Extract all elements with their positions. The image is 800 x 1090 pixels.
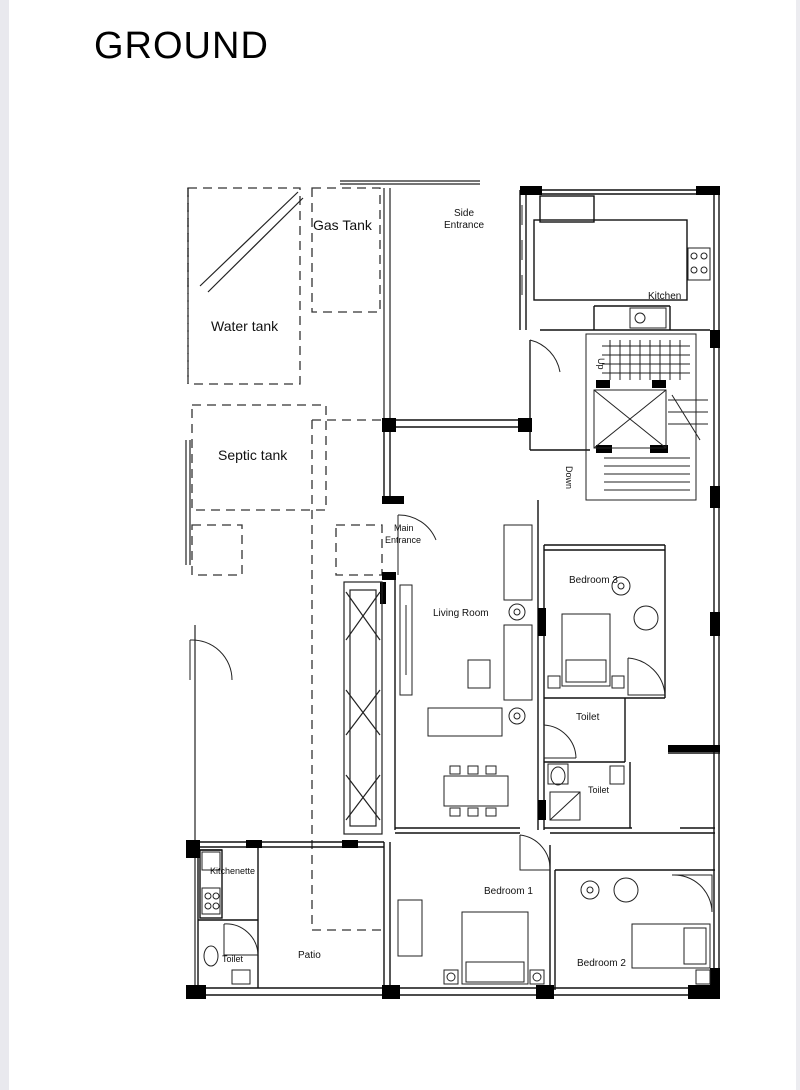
label-kitchen: Kitchen [648,291,681,302]
door-toilet-upper [543,724,577,759]
shower [549,791,581,821]
kitchen-sink [629,307,667,329]
gas-tank-outline [311,187,381,313]
boundary-lines [185,188,391,990]
stove [687,247,711,281]
door-bedroom-1 [519,834,551,871]
label-side-entrance-2: Entrance [444,220,484,231]
label-water-tank: Water tank [211,318,279,334]
dining-table [443,775,509,807]
dashed-square-2 [335,524,383,576]
page-title: GROUND [94,25,269,67]
bedroom-2-bed [631,923,711,969]
label-living-room: Living Room [433,608,489,619]
label-down: Down [564,466,574,489]
label-toilet-lower: Toilet [588,785,610,795]
coffee-table [467,659,491,689]
doors [189,339,713,956]
driveway-outline [311,419,382,931]
door-bedroom-3 [627,657,666,696]
page-right-margin [796,0,800,1090]
label-septic-tank: Septic tank [218,447,288,463]
door-main-entrance [397,514,437,575]
label-patio: Patio [298,950,321,961]
door-bedroom-2 [671,874,713,913]
staircase [585,333,708,501]
bedroom-1-armchair [397,899,423,957]
tv-unit [399,584,413,696]
label-bedroom-2: Bedroom 2 [577,958,626,969]
furniture [201,205,711,985]
label-gas-tank: Gas Tank [313,217,373,233]
car-outline [343,581,383,835]
door-lobby [529,339,561,380]
label-kitchenette: Kitchenette [210,866,255,876]
water-tank-outline [187,187,301,385]
page-left-margin [0,0,9,1090]
sofa-3 [427,707,503,737]
label-main-entrance-1: Main [394,523,414,533]
sofa-1 [503,524,533,601]
bedroom-3-bed [561,613,611,687]
dashed-square-1 [191,524,243,576]
dashed-outlines [187,187,383,931]
label-toilet-upper: Toilet [576,712,600,723]
angled-boundary [199,180,480,293]
sofa-2 [503,624,533,701]
door-side-gate [189,639,233,681]
label-side-entrance-1: Side [454,208,474,219]
door-toilet-left [223,923,259,956]
label-up: Up [596,358,606,370]
label-bedroom-1: Bedroom 1 [484,886,533,897]
septic-tank-outline [191,404,327,511]
label-toilet-left: Toilet [222,954,244,964]
building-walls [188,189,720,996]
label-main-entrance-2: Entrance [385,535,421,545]
bedroom-1-bed [461,911,529,985]
wall-blocks [186,186,720,999]
label-bedroom-3: Bedroom 3 [569,575,618,586]
